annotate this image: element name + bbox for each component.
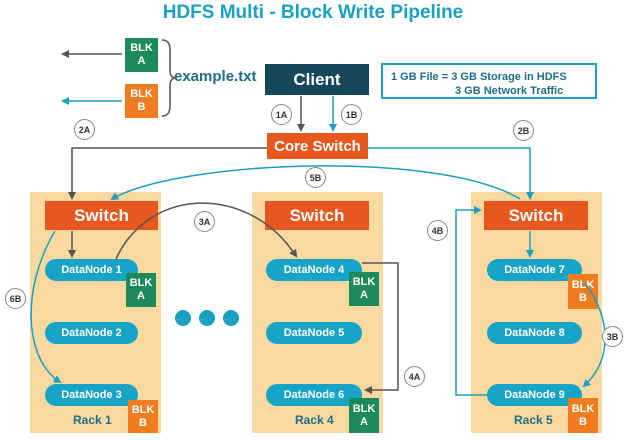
rack-4-label: Rack 4 xyxy=(295,413,334,427)
datanode-4: DataNode 4 xyxy=(266,259,362,281)
block-line-2: B xyxy=(579,291,587,304)
arrow-6b xyxy=(30,230,62,384)
rack-4-switch: Switch xyxy=(265,201,369,230)
ellipsis-dot xyxy=(199,310,215,326)
block-line-1: BLK xyxy=(129,277,153,289)
file-brace xyxy=(161,39,177,117)
ellipsis-dot xyxy=(223,310,239,326)
arrow-4b xyxy=(455,206,487,396)
block-line-2: A xyxy=(137,290,145,302)
datanode-2: DataNode 2 xyxy=(45,322,138,344)
file-name: example.txt xyxy=(174,68,257,85)
block-line-1: BLK xyxy=(571,402,595,415)
datanode-9: DataNode 9 xyxy=(487,384,582,406)
step-2a-badge: 2A xyxy=(74,119,95,140)
block-line-1: BLK xyxy=(130,88,153,100)
info-line-2: 3 GB Network Traffic xyxy=(455,85,564,97)
step-6b-badge: 6B xyxy=(5,288,26,309)
arrow-4a xyxy=(362,262,399,394)
rack-1-label: Rack 1 xyxy=(73,413,112,427)
step-5b-badge: 5B xyxy=(305,167,326,188)
datanode-7: DataNode 7 xyxy=(487,259,582,281)
arrow-5b xyxy=(110,165,521,200)
arrow-2b xyxy=(368,147,534,200)
step-4a-badge: 4A xyxy=(404,366,425,387)
rack-5-switch: Switch xyxy=(484,201,588,230)
block-line-2: B xyxy=(579,415,587,428)
info-box: 1 GB File = 3 GB Storage in HDFS 3 GB Ne… xyxy=(381,63,597,99)
datanode-1: DataNode 1 xyxy=(45,259,138,281)
arrow-3a xyxy=(115,202,298,260)
block-line-1: BLK xyxy=(352,402,376,415)
rack-1-switch: Switch xyxy=(45,201,158,230)
core-switch: Core Switch xyxy=(267,133,368,159)
block-line-2: A xyxy=(360,415,368,428)
datanode-8: DataNode 8 xyxy=(487,322,582,344)
rack-5-label: Rack 5 xyxy=(514,413,553,427)
arrow-2a xyxy=(68,147,267,200)
step-4b-badge: 4B xyxy=(427,220,448,241)
datanode-6: DataNode 6 xyxy=(266,384,362,406)
datanode-5: DataNode 5 xyxy=(266,322,362,344)
step-1b-badge: 1B xyxy=(341,104,362,125)
step-3b-badge: 3B xyxy=(602,326,623,347)
step-1a-badge: 1A xyxy=(271,104,292,125)
block-line-1: BLK xyxy=(352,276,376,288)
diagram-title: HDFS Multi - Block Write Pipeline xyxy=(162,2,464,23)
client-node: Client xyxy=(265,64,369,95)
step-3a-badge: 3A xyxy=(194,211,215,232)
ellipsis-dot xyxy=(175,310,191,326)
block-line-2: B xyxy=(139,416,147,429)
info-line-1: 1 GB File = 3 GB Storage in HDFS xyxy=(391,71,567,83)
block-line-1: BLK xyxy=(131,403,155,416)
block-line-2: A xyxy=(137,55,146,67)
step-2b-badge: 2B xyxy=(513,120,534,141)
block-line-1: BLK xyxy=(130,42,153,54)
datanode-3: DataNode 3 xyxy=(45,384,138,406)
block-line-2: B xyxy=(137,101,146,113)
block-line-2: A xyxy=(360,289,368,301)
